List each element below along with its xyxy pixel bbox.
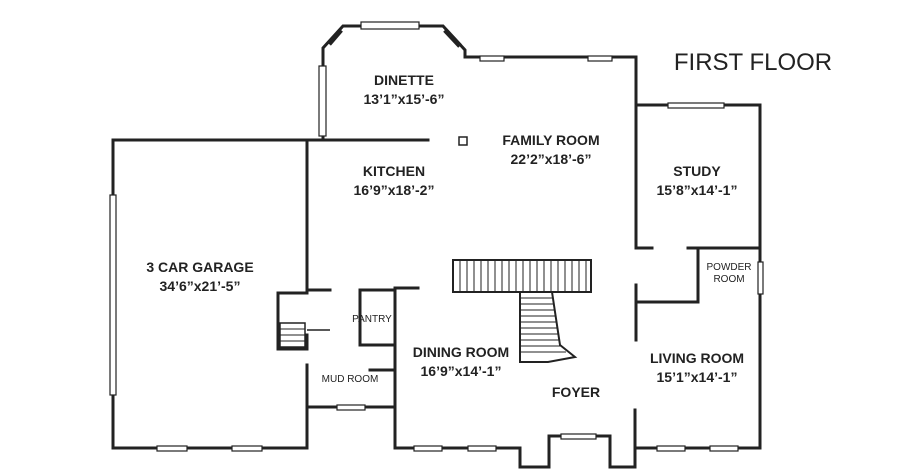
family-room-name: FAMILY ROOM <box>502 132 599 148</box>
family-room-size: 22’2”x18’-6” <box>511 151 592 167</box>
foyer-name: FOYER <box>552 384 600 400</box>
pantry-name: PANTRY <box>352 314 392 325</box>
living-room-name: LIVING ROOM <box>650 350 744 366</box>
mud-room-name: MUD ROOM <box>322 374 379 385</box>
dining-room-size: 16’9”x14’-1” <box>421 363 502 379</box>
garage-size: 34’6”x21’-5” <box>160 278 241 294</box>
dining-room-name: DINING ROOM <box>413 344 509 360</box>
dinette-size: 13’1”x15’-6” <box>364 91 445 107</box>
windows <box>109 21 764 452</box>
staircase <box>279 259 592 363</box>
living-room-size: 15’1”x14’-1” <box>657 369 738 385</box>
kitchen-name: KITCHEN <box>363 163 425 179</box>
study-size: 15’8”x14’-1” <box>657 182 738 198</box>
plan-title: FIRST FLOOR <box>674 49 832 76</box>
powder-room-label-2: ROOM <box>713 274 744 285</box>
walls <box>111 24 762 469</box>
fireplace-vent <box>458 136 468 146</box>
room-labels: DINETTE 13’1”x15’-6” FAMILY ROOM 22’2”x1… <box>146 72 751 400</box>
dinette-name: DINETTE <box>374 72 434 88</box>
powder-room-label-1: POWDER <box>707 262 752 273</box>
garage-name: 3 CAR GARAGE <box>146 259 253 275</box>
study-name: STUDY <box>673 163 721 179</box>
kitchen-size: 16’9”x18’-2” <box>354 182 435 198</box>
